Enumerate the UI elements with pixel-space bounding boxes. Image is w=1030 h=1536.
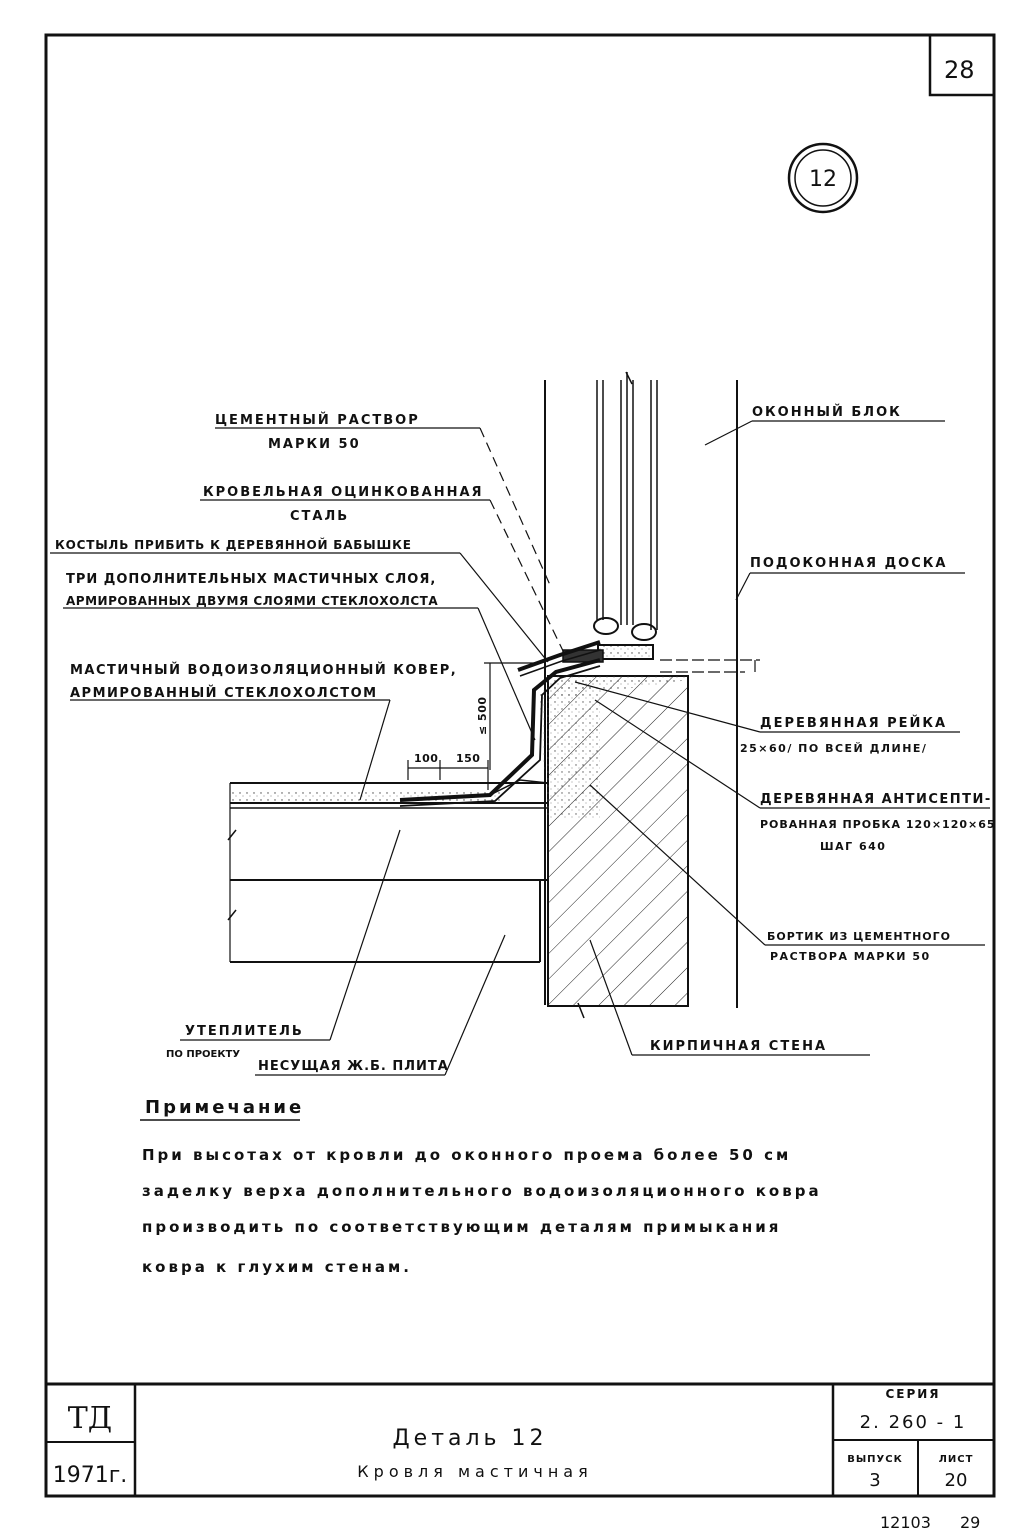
label-three-layers-1: ТРИ ДОПОЛНИТЕЛЬНЫХ МАСТИЧНЫХ СЛОЯ,	[66, 572, 436, 587]
label-three-layers-2: АРМИРОВАННЫХ ДВУМЯ СЛОЯМИ СТЕКЛОХОЛСТА	[66, 594, 438, 608]
label-insulation-2: ПО ПРОЕКТУ	[166, 1049, 240, 1060]
detail-marker-number: 12	[809, 167, 837, 192]
label-wood-strip-1: ДЕРЕВЯННАЯ РЕЙКА	[760, 715, 947, 731]
label-wood-plug-2: РОВАННАЯ ПРОБКА 120×120×65	[760, 818, 996, 831]
footer-number: 29	[960, 1513, 980, 1532]
note-line-4: ковра к глухим стенам.	[142, 1258, 412, 1276]
label-wood-plug-1: ДЕРЕВЯННАЯ АНТИСЕПТИ-	[760, 792, 992, 807]
title-block-year: 1971г.	[53, 1463, 128, 1488]
note-line-3: производить по соответствующим деталям п…	[142, 1218, 781, 1236]
drawing-subtitle: Кровля мастичная	[357, 1462, 592, 1481]
leader-lines	[50, 420, 990, 1076]
label-insulation-1: УТЕПЛИТЕЛЬ	[185, 1024, 304, 1039]
issue-value: 3	[869, 1470, 880, 1491]
series-label: СЕРИЯ	[885, 1387, 940, 1401]
note-line-2: заделку верха дополнительного водоизоляц…	[142, 1182, 822, 1200]
page-number: 28	[944, 56, 975, 84]
dim-150: 150	[456, 752, 480, 765]
title-block	[46, 1382, 994, 1496]
series-value: 2. 260 - 1	[860, 1412, 967, 1433]
page-number-box: 28	[928, 35, 994, 97]
note-heading: Примечание	[145, 1097, 304, 1118]
label-cement-mortar-1: ЦЕМЕНТНЫЙ РАСТВОР	[215, 412, 420, 428]
dim-100: 100	[414, 752, 438, 765]
label-wood-plug-3: ШАГ 640	[820, 840, 886, 853]
label-window-block: ОКОННЫЙ БЛОК	[752, 404, 902, 420]
detail-marker: 12	[787, 142, 859, 214]
label-slab: НЕСУЩАЯ Ж.Б. ПЛИТА	[258, 1059, 449, 1074]
label-wood-strip-2: 25×60/ ПО ВСЕЙ ДЛИНЕ/	[740, 742, 927, 755]
label-cement-mortar-2: МАРКИ 50	[268, 437, 361, 452]
label-curb-2: РАСТВОРА МАРКИ 50	[770, 950, 931, 963]
label-roof-steel-1: КРОВЕЛЬНАЯ ОЦИНКОВАННАЯ	[203, 485, 484, 500]
section-drawing	[227, 371, 760, 1019]
label-mastic-carpet-1: МАСТИЧНЫЙ ВОДОИЗОЛЯЦИОННЫЙ КОВЕР,	[70, 662, 457, 678]
title-block-org: ТД	[68, 1401, 112, 1436]
sheet-label: ЛИСТ	[939, 1454, 974, 1465]
issue-label: ВЫПУСК	[847, 1454, 903, 1465]
label-mastic-carpet-2: АРМИРОВАННЫЙ СТЕКЛОХОЛСТОМ	[70, 685, 378, 701]
drawing-title: Деталь 12	[392, 1426, 547, 1451]
label-brick-wall: КИРПИЧНАЯ СТЕНА	[650, 1039, 827, 1054]
dim-500: ≤ 500	[476, 696, 489, 735]
label-sill-board: ПОДОКОННАЯ ДОСКА	[750, 556, 947, 571]
label-crutch: КОСТЫЛЬ ПРИБИТЬ К ДЕРЕВЯННОЙ БАБЫШКЕ	[55, 537, 412, 552]
label-roof-steel-2: СТАЛЬ	[290, 509, 349, 524]
label-curb-1: БОРТИК ИЗ ЦЕМЕНТНОГО	[767, 930, 951, 943]
sheet-value: 20	[945, 1470, 968, 1491]
footer-code: 12103	[880, 1513, 931, 1532]
note-line-1: При высотах от кровли до оконного проема…	[142, 1146, 791, 1164]
sheet-frame	[44, 33, 996, 1498]
